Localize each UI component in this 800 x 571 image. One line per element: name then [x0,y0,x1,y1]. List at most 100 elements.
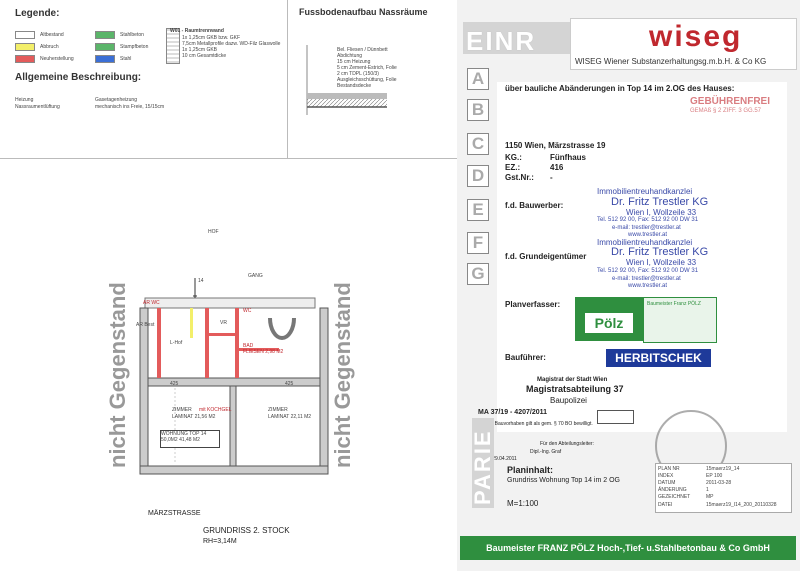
ge-mail: e-mail: trestler@trestler.at [612,276,681,282]
wohnung-box: WOHNUNG TOP 14 50,0M2 41,48 M2 [160,430,220,448]
room2-sub: LAMINAT 22,11 M2 [268,414,312,420]
planinhalt-value: Grundriss Wohnung Top 14 im 2 OG [507,477,620,484]
plan-title: GRUNDRISS 2. STOCK [203,526,290,535]
swatch-stahlbeton [95,31,115,39]
floor-buildup-panel: Fussbodenaufbau Nassräume Bel. Fliesen /… [287,0,457,159]
bw-mail: e-mail: trestler@trestler.at [612,225,681,231]
letter-d: D [467,165,489,187]
gang-label: GANG [248,273,263,279]
room1-label: ZIMMER [172,407,192,413]
poelz-logo: Pölz [575,297,643,341]
general-title: Allgemeine Beschreibung: [15,72,142,83]
floor-layer-6: Ausgleichsschüttung, Folie [337,77,397,83]
legend-altbestand: Altbestand [40,32,64,38]
plan-drawing [139,278,329,475]
fuer-text: Für den Abteilungsleiter: [540,441,594,447]
ge-tel: Tel. 512 92 00, Fax: 512 92 00 DW 31 [597,268,699,274]
letter-b: B [467,99,489,121]
bw-imm: Immobilientreuhandkanzlei [597,187,693,196]
letter-g: G [467,263,489,285]
heizung-value: Gasetagenheizung [95,97,137,103]
wall-line-1: 1x 1,25cm GKB bzw. GKF [182,35,241,41]
meta-v-5: 15maerz19_I14_200_20110328 [706,502,777,508]
ar-best-label: AR Best [136,322,155,328]
ar-wc-label: AR WC [143,300,160,306]
hof-label: HOF [208,229,219,235]
meta-v-2: 2011-03-28 [706,480,732,486]
wohnung-label: WOHNUNG TOP 14 [161,431,207,437]
letter-a: A [467,68,489,90]
floor-layer-3: 15 cm Heizung [337,59,371,65]
legend-panel: Legende: Altbestand Abbruch Neuherstellu… [0,0,288,159]
wall-line-2: 7,5cm Metallprofile dazw. WD-Filz Glaswo… [182,41,281,47]
wiseg-logo-box: wiseg WISEG Wiener Substanzerhaltungsg.m… [570,18,797,70]
door-14-label: 14 [198,278,204,284]
ez-key: EZ.: [505,163,521,172]
heizung-key: Heizung [15,97,34,103]
footer-bar: Baumeister FRANZ PÖLZ Hoch-,Tief- u.Stah… [460,536,796,560]
lhof-label: L-Hof [170,340,183,346]
heading: über bauliche Abänderungen in Top 14 im … [505,84,735,93]
bewilligt-text: Dieses Bauvorhaben gilt als gem. § 70 BO… [478,421,593,427]
herbitschek-logo: HERBITSCHEK [606,349,711,367]
swatch-stampfbeton [95,43,115,51]
bad-label: BAD [243,343,254,349]
planverf-label: Planverfasser: [505,300,561,309]
swatch-abbruch [15,43,35,51]
not-subject-left: nicht Gegenstand [105,282,130,468]
bauwerber-label: f.d. Bauwerber: [505,201,564,210]
ma-line3: Baupolizei [550,396,587,405]
meta-k-1: INDEX [658,473,674,479]
ge-wien: Wien I, Wollzeile 33 [626,258,697,267]
bad-sub-label: FLIESEN 2,98 M2 [243,349,284,355]
swatch-stahl [95,55,115,63]
floor-plan: nicht Gegenstand nicht Gegenstand HOF GA… [0,158,457,571]
ma-line2: Magistratsabteilung 37 [526,384,624,394]
letter-e: E [467,199,489,221]
dipl-text: Dipl.-Ing. Graf [530,449,562,455]
vr-label: VR [220,320,227,326]
gst-key: Gst.Nr.: [505,173,534,182]
datum-text: Wien, 29.04.2011 [478,456,517,462]
wall-hatch-swatch [166,28,180,64]
company-name: WISEG Wiener Substanzerhaltungsg.m.b.H. … [575,57,767,66]
parie-title: PARIE [470,429,495,505]
room-height: RH=3,14M [203,538,237,545]
swatch-altbestand [15,31,35,39]
poelz-text: Pölz [585,313,633,333]
legend-abbruch: Abbruch [40,44,59,50]
meta-k-4: GEZEICHNET [658,494,691,500]
gebuehren-sub: GEMÄß § 2 ZIFF. 3 GG.57 [690,108,762,114]
wall-type-title: W01 - Raumtrennwand [170,28,224,34]
bw-www: www.trestler.at [628,232,668,238]
einr-title: EINR [466,26,537,56]
floor-layer-2: Abdichtung [337,53,363,59]
meta-v-0: 15maerz19_14 [706,466,740,472]
street-label: MÄRZSTRASSE [148,510,201,517]
floor-layer-7: Bestandsdecke [337,83,372,89]
meta-k-0: PLAN NR [658,466,680,472]
room2-label: ZIMMER [268,407,288,413]
floor-title: Fussbodenaufbau Nassräume [299,7,428,17]
wall-line-4: 10 cm Gesamtdicke [182,53,227,59]
gst-value: - [550,173,553,182]
ma-line1: Magistrat der Stadt Wien [537,377,608,383]
bw-wien: Wien I, Wollzeile 33 [626,208,697,217]
wiseg-logo: wiseg [649,20,743,53]
letter-c: C [467,133,489,155]
grundeig-label: f.d. Grundeigentümer [505,252,587,261]
kg-key: KG.: [505,153,522,162]
legend-stahl: Stahl [120,56,132,62]
ge-imm: Immobilientreuhandkanzlei [597,238,693,247]
ge-www: www.trestler.at [628,283,668,289]
bw-tel: Tel. 512 92 00, Fax: 512 92 00 DW 31 [597,217,699,223]
room1-tag: mit KOCHGEL [199,407,232,413]
meta-v-1: EP 100 [706,473,723,479]
nassraum-value: mechanisch ins Freie, 15/15cm [95,104,165,110]
meta-v-3: 1 [706,487,709,493]
legend-neuherstellung: Neuherstellung [40,56,74,62]
scale: M=1:100 [507,499,539,508]
ge-trestler: Dr. Fritz Trestler KG [611,246,709,258]
wc-label: WC [243,308,252,314]
letter-f: F [467,232,489,254]
